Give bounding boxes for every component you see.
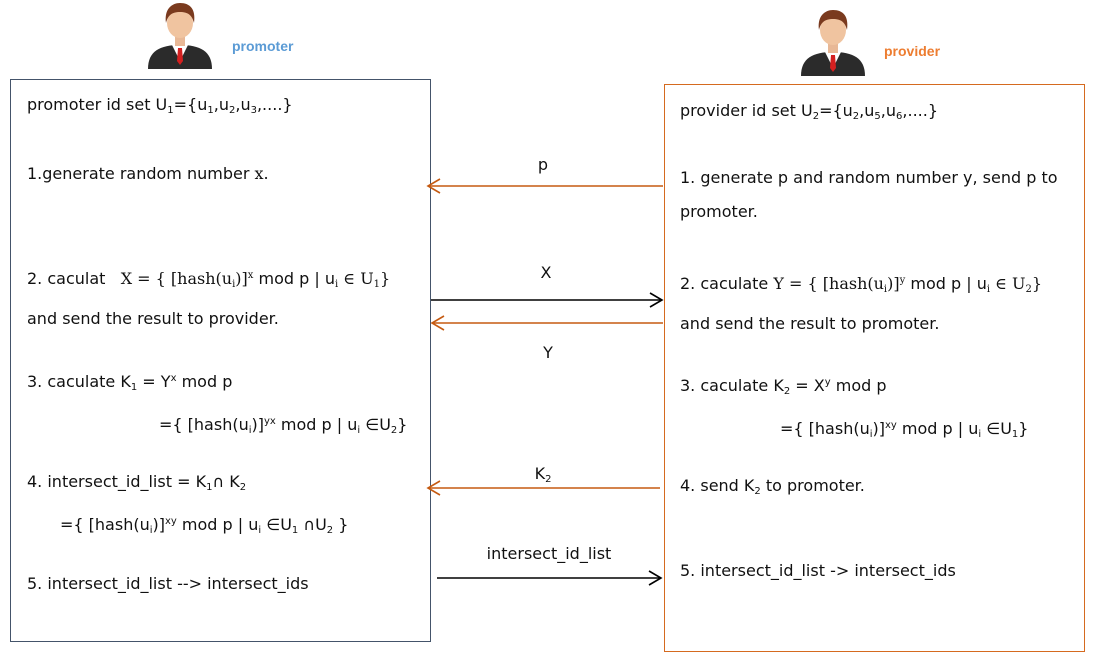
provider-id-set: provider id set U2={u2,u5,u6,....} <box>680 101 938 122</box>
message-x-label: X <box>540 263 552 282</box>
arrow-intersect <box>437 570 663 586</box>
provider-step-1: 1. generate p and random number y, send … <box>680 168 1058 221</box>
provider-step-5: 5. intersect_id_list -> intersect_ids <box>680 561 956 580</box>
message-k2-label: K2 <box>534 464 552 485</box>
promoter-step-2: 2. caculat X = { [hash(ui)]x mod p | ui … <box>27 269 391 328</box>
arrow-k2 <box>426 480 660 496</box>
promoter-step-5: 5. intersect_id_list --> intersect_ids <box>27 574 309 593</box>
arrow-y <box>430 315 663 331</box>
provider-label: provider <box>884 43 941 59</box>
provider-avatar-icon <box>801 10 865 76</box>
promoter-step-4: 4. intersect_id_list = K1∩ K2 ={ [hash(u… <box>27 472 349 536</box>
promoter-step-1: 1.generate random number x. <box>27 164 269 183</box>
provider-step-3: 3. caculate K2 = Xy mod p ={ [hash(ui)]x… <box>680 376 1029 440</box>
promoter-id-set: promoter id set U1={u1,u2,u3,....} <box>27 95 293 116</box>
promoter-step-3: 3. caculate K1 = Yx mod p ={ [hash(ui)]y… <box>27 372 408 436</box>
promoter-label: promoter <box>232 38 294 54</box>
message-p-label: p <box>537 155 549 174</box>
promoter-avatar-icon <box>148 3 212 69</box>
promoter-panel <box>10 79 431 642</box>
message-intersect-label: intersect_id_list <box>486 544 612 563</box>
arrow-x <box>431 292 664 308</box>
provider-panel <box>664 84 1085 652</box>
message-y-label: Y <box>543 343 553 362</box>
provider-step-2: 2. caculate Y = { [hash(ui)]y mod p | ui… <box>680 274 1043 333</box>
arrow-p <box>426 178 663 194</box>
provider-step-4: 4. send K2 to promoter. <box>680 476 865 497</box>
